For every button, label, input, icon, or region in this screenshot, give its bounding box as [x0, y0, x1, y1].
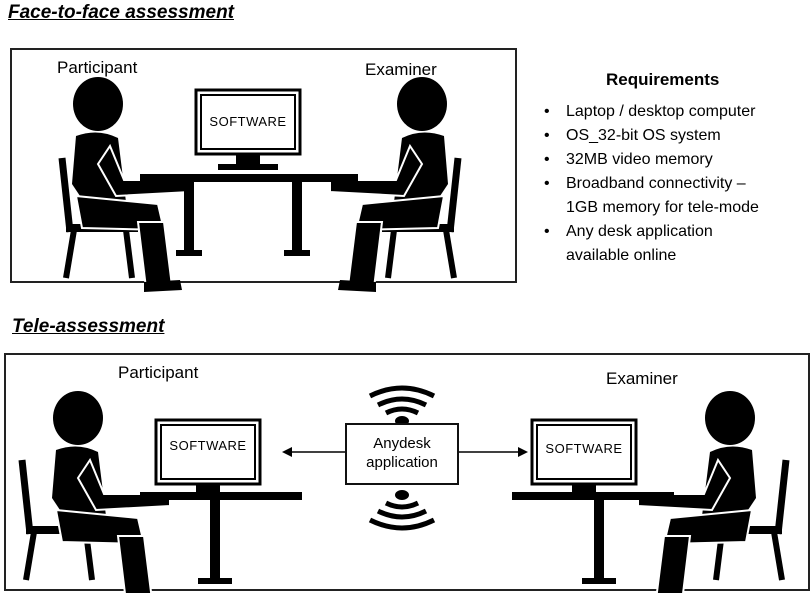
right-monitor-software-text: SOFTWARE	[545, 441, 623, 456]
participant-label: Participant	[57, 58, 138, 77]
requirement-item: Any desk application	[542, 220, 759, 244]
examiner-label: Examiner	[365, 60, 437, 79]
participant-person-icon	[62, 76, 191, 293]
requirement-item: Laptop / desktop computer	[542, 100, 759, 124]
monitor-icon	[194, 88, 302, 172]
right-monitor-icon	[530, 418, 638, 502]
anydesk-line2: application	[366, 454, 438, 471]
requirement-item: Broadband connectivity –	[542, 172, 759, 196]
desk-icon	[140, 174, 358, 256]
wifi-signal-bottom-icon	[370, 490, 434, 528]
tele-assessment-title: Tele-assessment	[12, 316, 165, 337]
left-monitor-software-text: SOFTWARE	[169, 438, 247, 453]
requirement-item-continuation: available online	[566, 247, 677, 264]
anydesk-line1: Anydesk	[373, 435, 431, 452]
requirements-title: Requirements	[606, 70, 720, 89]
left-arrow-icon	[282, 447, 345, 457]
right-arrow-icon	[459, 447, 528, 457]
requirement-item: OS_32-bit OS system	[542, 124, 759, 148]
left-monitor-icon	[154, 418, 262, 502]
tele-participant-label: Participant	[118, 363, 199, 382]
requirement-item-continuation: 1GB memory for tele-mode	[566, 199, 759, 216]
monitor-software-text: SOFTWARE	[209, 114, 287, 129]
face-to-face-title: Face-to-face assessment	[8, 2, 234, 23]
anydesk-application-box: Anydesk application	[345, 423, 459, 485]
requirements-list: Laptop / desktop computer OS_32-bit OS s…	[542, 100, 759, 268]
requirement-item: 32MB video memory	[542, 148, 759, 172]
tele-examiner-label: Examiner	[606, 369, 678, 388]
wifi-signal-top-icon	[370, 388, 434, 426]
examiner-person-icon	[329, 76, 458, 293]
